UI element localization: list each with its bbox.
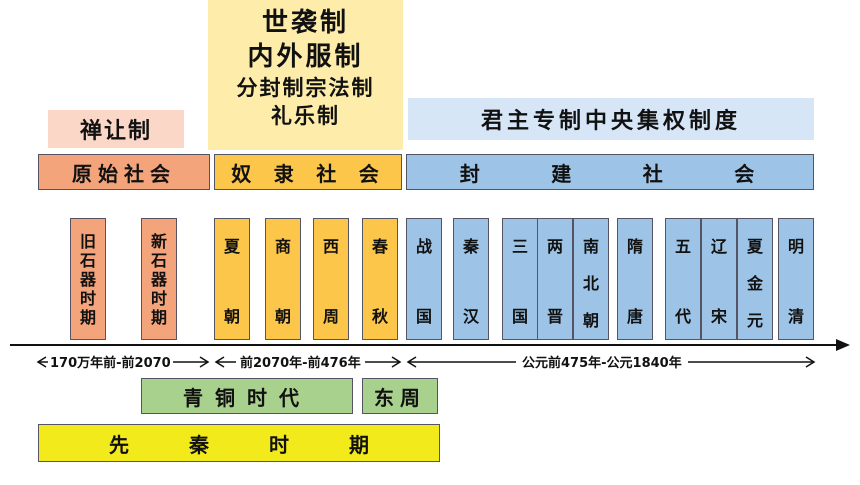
period-southern-northern-dynasties: 南 北 朝: [573, 218, 609, 340]
range-label: 公元前475年-公元1840年: [516, 352, 688, 371]
period-char: 战: [415, 237, 432, 256]
system-slave-society: 世袭制 内外服制 分封制宗法制 礼乐制: [208, 0, 403, 150]
eastern-zhou-bar: 东周: [362, 378, 438, 414]
period-xia: 夏 朝: [214, 218, 250, 340]
period-char: 唐: [626, 307, 643, 326]
range-label: 前2070年-前476年: [236, 352, 365, 371]
system-line: 内外服制: [247, 42, 364, 72]
period-liao-song: 辽 宋: [701, 218, 737, 340]
bronze-age-bar: 青铜时代: [141, 378, 353, 414]
period-qin-han: 秦 汉: [453, 218, 489, 340]
period-ming-qing: 明 清: [778, 218, 814, 340]
period-char: 金: [746, 274, 763, 293]
period-char: 西: [322, 237, 339, 256]
period-sui-tang: 隋 唐: [617, 218, 653, 340]
period-new-stone-age: 新 石 器 时 期: [141, 218, 177, 340]
period-char: 五: [674, 237, 691, 256]
period-char: 朝: [274, 307, 291, 326]
period-western-zhou: 西 周: [313, 218, 349, 340]
range-label: 170万年前-前2070: [48, 352, 173, 371]
period-char: 国: [415, 307, 432, 326]
period-char: 隋: [626, 237, 643, 256]
period-char: 国: [511, 307, 528, 326]
period-spring-autumn: 春 秋: [362, 218, 398, 340]
period-char: 辽: [710, 237, 727, 256]
period-char: 商: [274, 237, 291, 256]
period-char: 时: [150, 288, 167, 308]
period-char: 代: [674, 307, 691, 326]
society-char: 建: [551, 161, 578, 186]
period-char: 周: [322, 307, 339, 326]
period-char: 石: [79, 250, 96, 270]
system-feudal: 君主专制中央集权制度: [408, 98, 814, 140]
era-char: 时: [269, 432, 289, 457]
period-warring-states: 战 国: [406, 218, 442, 340]
period-char: 朝: [223, 307, 240, 326]
system-shanrang: 禅让制: [48, 110, 184, 148]
period-char: 夏: [223, 237, 240, 256]
society-char: 奴: [231, 161, 258, 186]
period-char: 南: [582, 237, 599, 256]
timeline-range-1: 170万年前-前2070: [36, 350, 210, 372]
period-char: 汉: [462, 307, 479, 326]
period-old-stone-age: 旧 石 器 时 期: [70, 218, 106, 340]
era-char: 期: [349, 432, 369, 457]
period-char: 石: [150, 250, 167, 270]
society-char: 封: [459, 161, 486, 186]
period-char: 夏: [746, 237, 763, 256]
society-char: 会: [734, 161, 761, 186]
period-char: 秦: [462, 237, 479, 256]
period-two-jin: 两 晋: [537, 218, 573, 340]
period-five-dynasties: 五 代: [665, 218, 701, 340]
period-char: 北: [582, 274, 599, 293]
society-char: 社: [316, 161, 343, 186]
period-char: 旧: [79, 231, 96, 251]
era-char: 先: [109, 432, 129, 457]
system-line: 礼乐制: [271, 103, 340, 128]
system-line: 分封制宗法制: [236, 75, 375, 100]
period-char: 明: [787, 237, 804, 256]
period-char: 时: [79, 288, 96, 308]
axis-arrow-icon: [836, 339, 850, 351]
society-char: 会: [358, 161, 385, 186]
system-line: 世袭制: [261, 8, 349, 38]
period-char: 器: [150, 269, 167, 289]
period-char: 元: [746, 311, 763, 330]
period-char: 春: [371, 237, 388, 256]
period-char: 晋: [546, 307, 563, 326]
pre-qin-period-bar: 先 秦 时 期: [38, 424, 440, 462]
timeline-axis: [10, 344, 840, 346]
society-char: 社: [642, 161, 669, 186]
period-char: 宋: [710, 307, 727, 326]
period-char: 器: [79, 269, 96, 289]
period-shang: 商 朝: [265, 218, 301, 340]
period-char: 两: [546, 237, 563, 256]
society-slave: 奴 隶 社 会: [214, 154, 402, 190]
period-char: 期: [79, 307, 96, 327]
timeline-range-3: 公元前475年-公元1840年: [406, 350, 816, 372]
period-char: 秋: [371, 307, 388, 326]
period-char: 朝: [582, 311, 599, 330]
period-char: 三: [511, 237, 528, 256]
society-feudal: 封 建 社 会: [406, 154, 814, 190]
society-char: 隶: [273, 161, 300, 186]
period-char: 期: [150, 307, 167, 327]
period-char: 新: [150, 231, 167, 251]
period-char: 清: [787, 307, 804, 326]
timeline-range-2: 前2070年-前476年: [214, 350, 402, 372]
period-xia-jin-yuan: 夏 金 元: [737, 218, 773, 340]
era-char: 秦: [189, 432, 209, 457]
period-three-kingdoms: 三 国: [502, 218, 538, 340]
society-primitive: 原始社会: [38, 154, 210, 190]
